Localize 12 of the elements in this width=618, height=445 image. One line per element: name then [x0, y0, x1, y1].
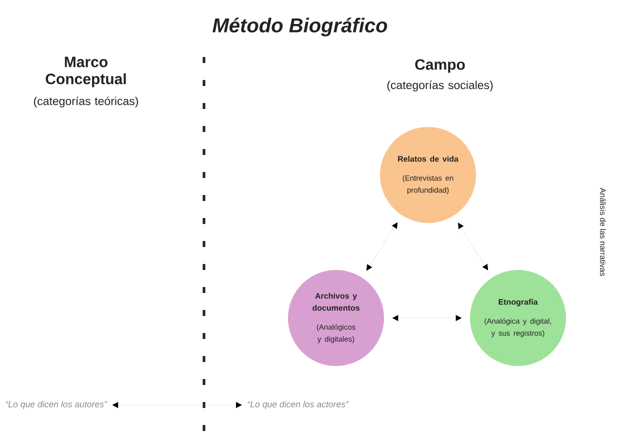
- heading: Campo: [415, 59, 465, 73]
- subheading: (categorías teóricas): [34, 96, 138, 108]
- vertical-label: Análisis de las narrativas: [600, 188, 606, 276]
- subheading: (categorías sociales): [387, 80, 493, 92]
- double-arrow: [112, 402, 242, 408]
- heading: Marco Conceptual: [46, 56, 126, 88]
- title: Método Biográfico: [212, 18, 388, 36]
- double-arrow: [392, 315, 462, 321]
- double-arrow: [458, 222, 488, 270]
- double-arrow: [366, 222, 398, 271]
- quote-text: “Lo que dicen los autores”: [6, 400, 108, 410]
- quote-text: “Lo que dicen los actores”: [248, 400, 349, 410]
